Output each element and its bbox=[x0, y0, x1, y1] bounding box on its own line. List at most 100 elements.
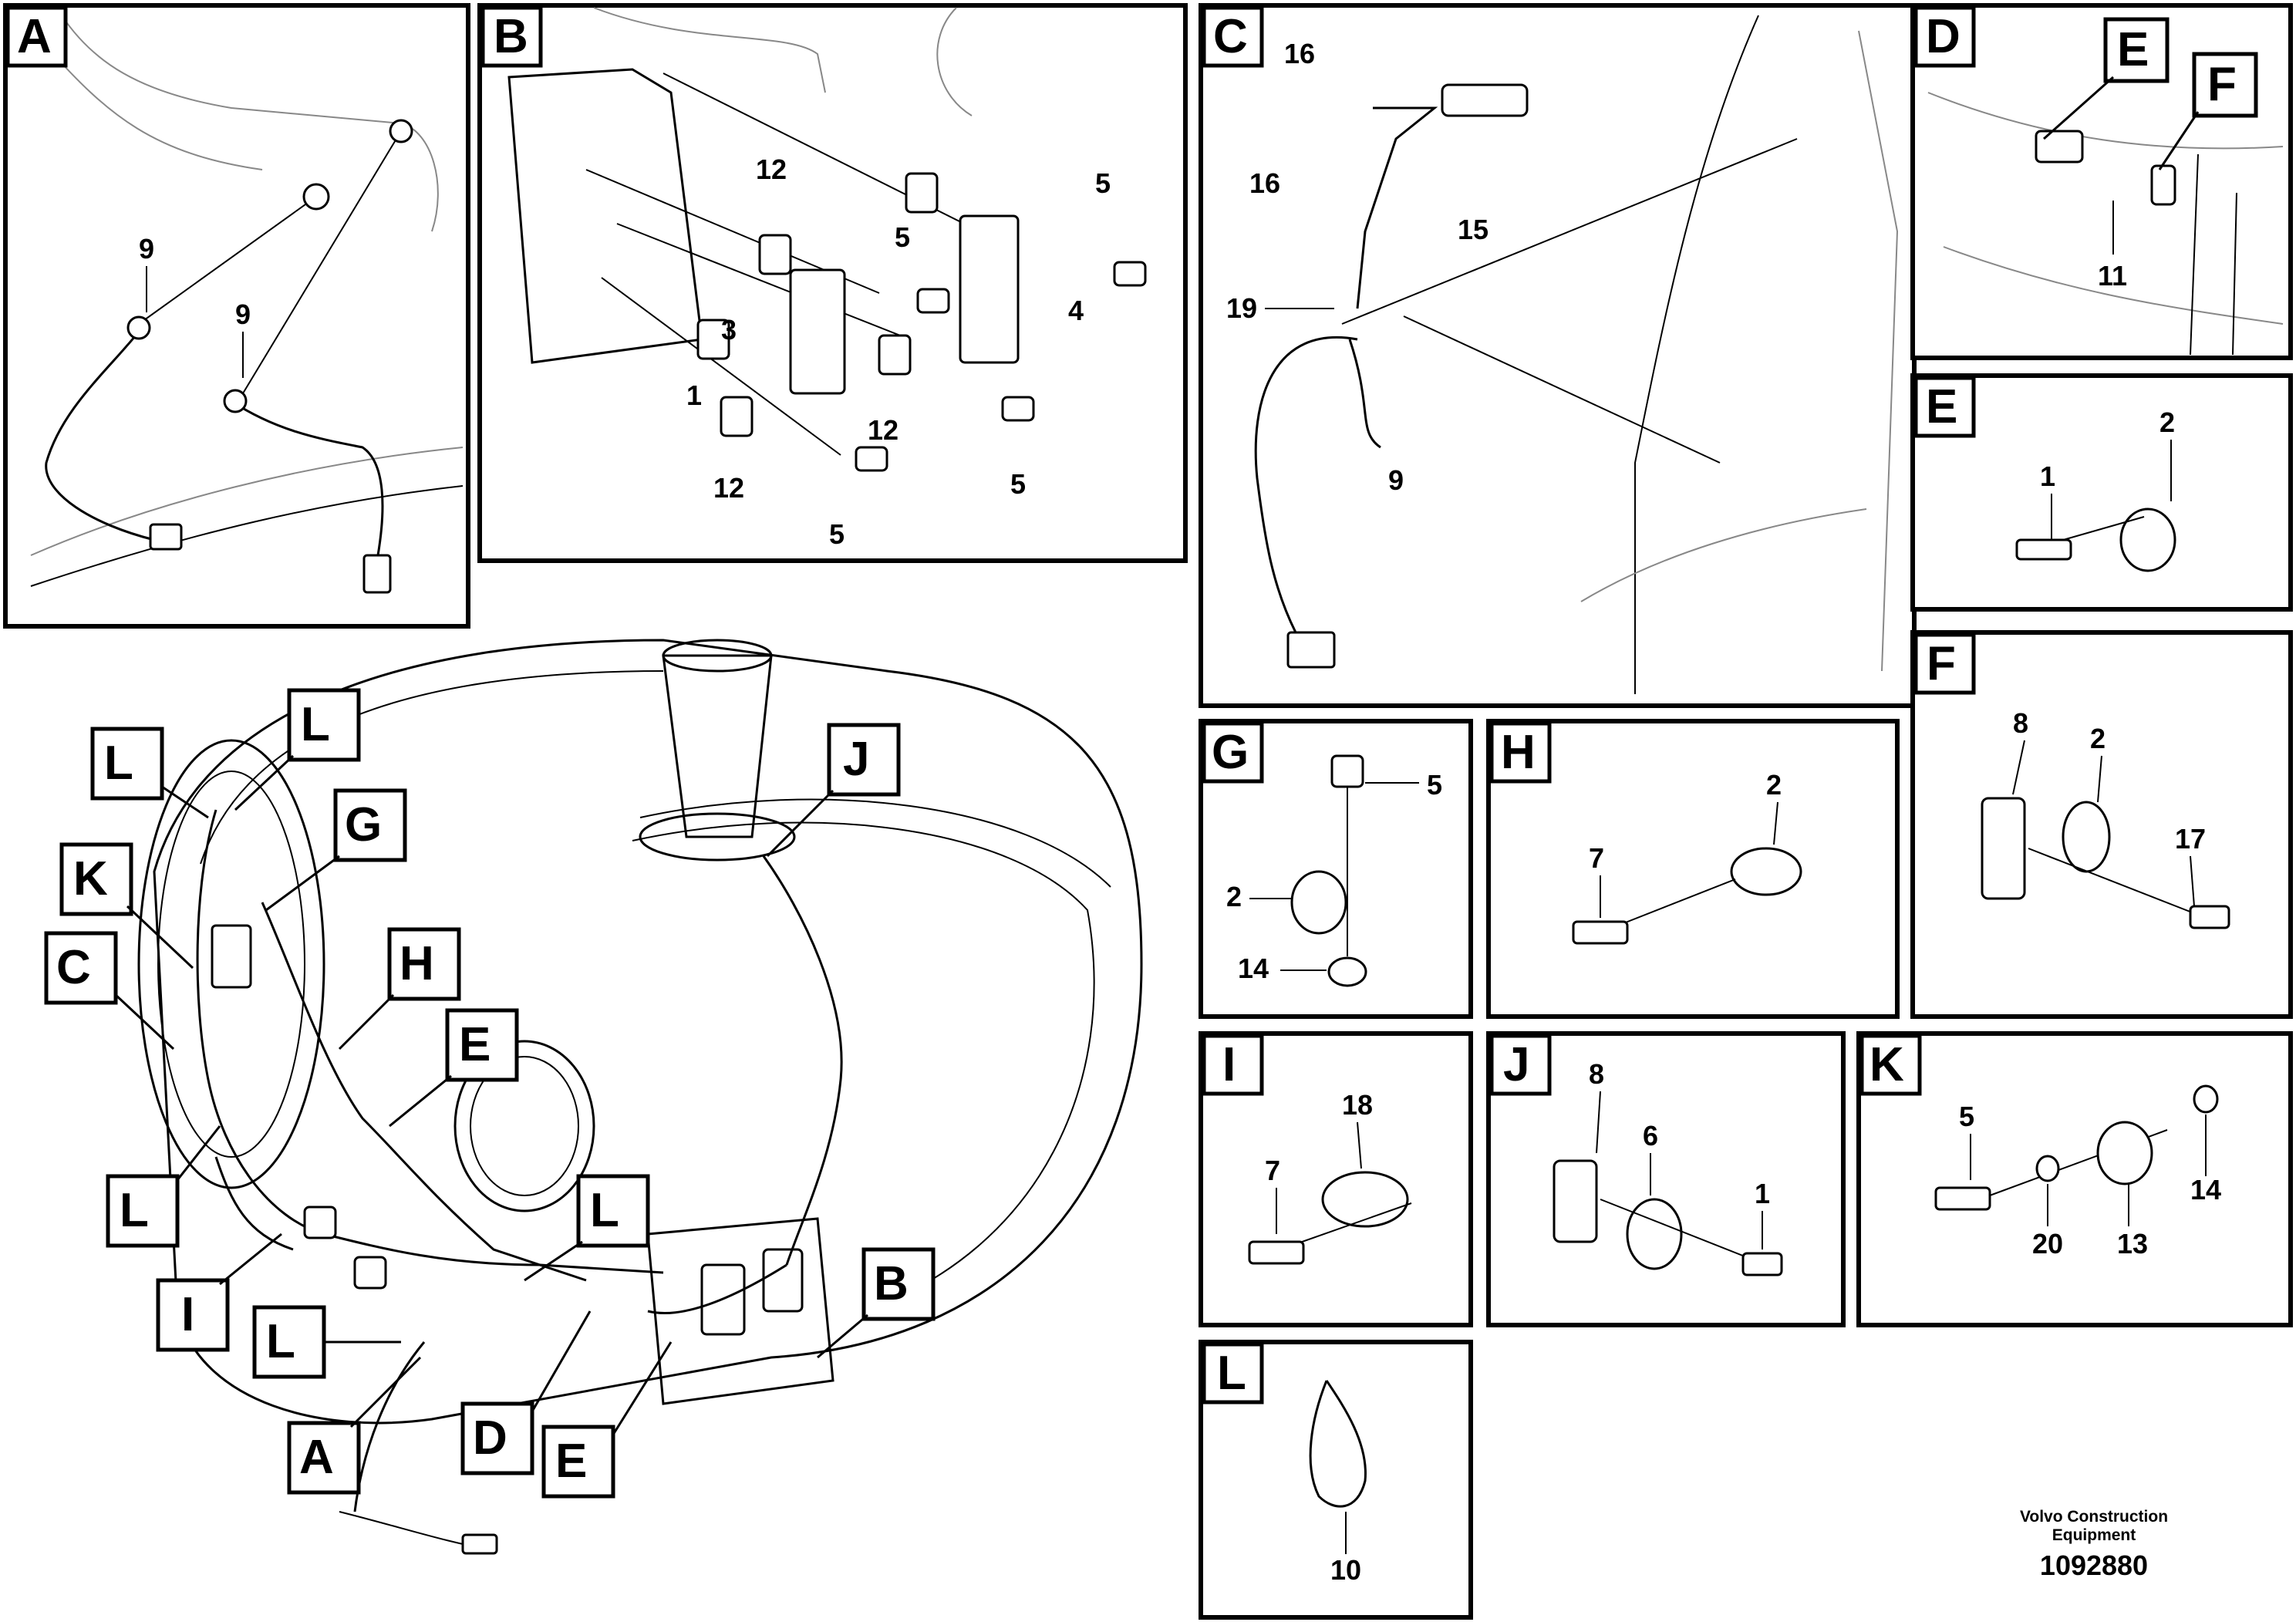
callout: 3 bbox=[721, 314, 737, 346]
panel-letter: K bbox=[1870, 1038, 1904, 1091]
panel-letter: I bbox=[1222, 1038, 1236, 1091]
panel-f: F 8 2 17 bbox=[1910, 630, 2293, 1019]
callout: 1 bbox=[1755, 1178, 1770, 1209]
panel-letter: L bbox=[1217, 1347, 1246, 1400]
overview-tag-text: L bbox=[120, 1184, 149, 1237]
overview-tag-text: L bbox=[301, 698, 330, 751]
callout: 14 bbox=[2190, 1174, 2221, 1206]
overview-tag-text: L bbox=[266, 1315, 295, 1368]
overview-assembly: L L K G C H E bbox=[44, 639, 1143, 1555]
panel-letter: A bbox=[17, 10, 52, 63]
callout: 7 bbox=[1265, 1155, 1280, 1186]
panel-g: G 5 2 14 bbox=[1199, 719, 1473, 1019]
callout: 5 bbox=[1095, 167, 1111, 199]
callout: 11 bbox=[2098, 260, 2127, 292]
overview-tag-text: L bbox=[590, 1184, 619, 1237]
overview-tag-text: A bbox=[299, 1431, 334, 1484]
callout: 16 bbox=[1249, 167, 1280, 199]
callout: 2 bbox=[2159, 406, 2175, 438]
panel-c: C 16 16 15 19 9 bbox=[1199, 3, 1917, 708]
callout: 8 bbox=[2013, 707, 2028, 739]
callout: 5 bbox=[1959, 1101, 1974, 1132]
panel-e: E 2 1 bbox=[1910, 373, 2293, 612]
overview-tag-B: B bbox=[817, 1247, 936, 1359]
overview-tag-A: A bbox=[287, 1356, 422, 1495]
callout: 5 bbox=[829, 518, 845, 550]
callout: 9 bbox=[235, 298, 251, 330]
overview-tag-L1: L bbox=[90, 727, 209, 819]
callout: 14 bbox=[1238, 953, 1269, 984]
panel-letter: D bbox=[1926, 10, 1961, 63]
overview-tag-text: I bbox=[181, 1288, 194, 1341]
callout: 18 bbox=[1342, 1089, 1373, 1121]
brand-line-2: Equipment bbox=[2052, 1526, 2136, 1544]
footer-brand: Volvo Construction Equipment 1092880 bbox=[2005, 1508, 2183, 1582]
panel-letter: F bbox=[1927, 637, 1956, 690]
overview-tag-E2: E bbox=[541, 1341, 673, 1499]
callout: 1 bbox=[686, 379, 702, 411]
panel-sub-letter: E bbox=[2117, 23, 2149, 76]
callout: 19 bbox=[1226, 292, 1257, 324]
callout: 5 bbox=[1010, 468, 1026, 500]
callout: 2 bbox=[2090, 723, 2106, 754]
overview-tag-H: H bbox=[338, 927, 461, 1050]
callout: 6 bbox=[1643, 1120, 1658, 1152]
overview-tag-text: E bbox=[555, 1435, 587, 1488]
panel-letter: E bbox=[1926, 380, 1957, 433]
brand-line-1: Volvo Construction bbox=[2019, 1508, 2169, 1526]
callout: 5 bbox=[895, 221, 910, 253]
overview-tag-J: J bbox=[766, 723, 901, 858]
overview-tag-text: J bbox=[843, 733, 869, 786]
panel-j: J 8 6 1 bbox=[1486, 1031, 1846, 1327]
overview-tag-K: K bbox=[59, 842, 194, 969]
overview-tag-text: K bbox=[73, 852, 108, 905]
panel-letter: B bbox=[494, 10, 528, 63]
callout: 4 bbox=[1068, 295, 1084, 326]
panel-letter: C bbox=[1213, 10, 1248, 63]
drawing-number: 1092880 bbox=[2039, 1549, 2149, 1581]
callout: 5 bbox=[1427, 769, 1442, 801]
panel-l: L 10 bbox=[1199, 1340, 1473, 1620]
panel-sub-letter: F bbox=[2207, 58, 2237, 111]
callout: 17 bbox=[2175, 823, 2206, 855]
panel-letter: G bbox=[1212, 726, 1249, 779]
panel-letter: H bbox=[1501, 726, 1536, 779]
overview-tag-L4: L bbox=[524, 1174, 650, 1282]
panel-b: B 12 5 5 4 3 1 12 12 5 5 bbox=[477, 3, 1188, 563]
panel-d: D E F 11 bbox=[1910, 3, 2293, 360]
panel-h: H 2 7 bbox=[1486, 719, 1900, 1019]
overview-tag-text: L bbox=[104, 737, 133, 790]
panel-i: I 18 7 bbox=[1199, 1031, 1473, 1327]
overview-tag-L5: L bbox=[252, 1305, 401, 1379]
callout: 1 bbox=[2040, 460, 2055, 492]
overview-tag-text: D bbox=[473, 1411, 507, 1465]
overview-tag-I: I bbox=[156, 1233, 282, 1352]
overview-tag-E1: E bbox=[389, 1008, 519, 1128]
callout: 16 bbox=[1284, 38, 1315, 69]
callout: 2 bbox=[1226, 881, 1242, 912]
overview-tag-text: G bbox=[345, 798, 382, 851]
panel-a: A 9 9 bbox=[3, 3, 470, 629]
callout: 8 bbox=[1589, 1058, 1604, 1090]
callout: 10 bbox=[1330, 1554, 1361, 1586]
overview-tag-G: G bbox=[265, 788, 407, 912]
callout: 12 bbox=[756, 153, 787, 185]
callout: 20 bbox=[2032, 1228, 2063, 1259]
overview-tag-text: B bbox=[874, 1257, 909, 1310]
callout: 12 bbox=[868, 414, 899, 446]
overview-tag-text: E bbox=[459, 1018, 491, 1071]
callout: 2 bbox=[1766, 769, 1782, 801]
panel-k: K 5 14 20 13 bbox=[1856, 1031, 2293, 1327]
panel-letter: J bbox=[1503, 1038, 1529, 1091]
overview-tag-C: C bbox=[44, 931, 175, 1050]
callout: 9 bbox=[139, 233, 154, 265]
overview-tag-text: C bbox=[56, 941, 91, 994]
callout: 7 bbox=[1589, 842, 1604, 874]
callout: 13 bbox=[2117, 1228, 2148, 1259]
overview-tag-L3: L bbox=[106, 1125, 221, 1248]
callout: 15 bbox=[1458, 214, 1489, 245]
callout: 12 bbox=[713, 472, 744, 504]
overview-tag-L2: L bbox=[234, 688, 361, 811]
callout: 9 bbox=[1388, 464, 1404, 496]
